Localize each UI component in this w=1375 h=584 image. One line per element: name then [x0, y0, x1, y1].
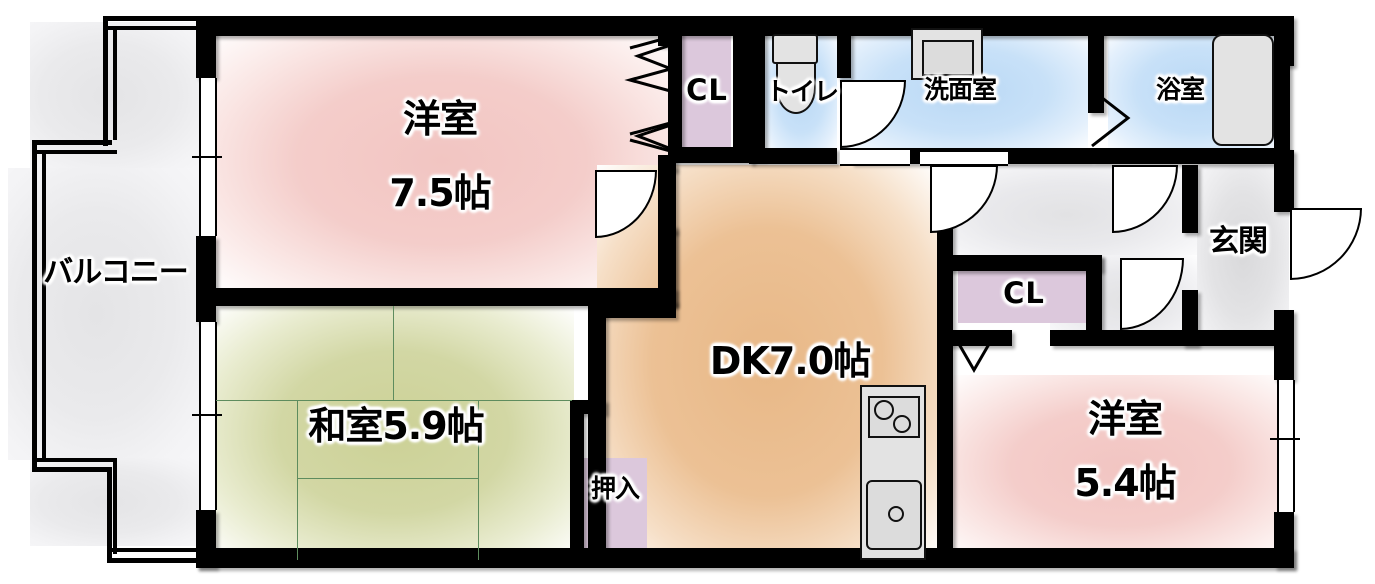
wall-dk-right-lower — [937, 255, 953, 555]
kitchen-sink-icon — [866, 480, 922, 550]
closet-right-fill — [958, 265, 1088, 323]
wall-dk-left-jog — [588, 300, 676, 318]
tatami-seam-v2 — [297, 400, 298, 560]
closet-right-label: CL — [1003, 276, 1045, 310]
window-washitsu-balcony — [199, 322, 217, 510]
genkan-area — [1197, 165, 1289, 345]
balcony-label: バルコニー — [43, 255, 188, 290]
wall-bathroom-bottom — [1091, 148, 1289, 164]
wall-dk-left-upper — [658, 165, 676, 233]
sliding-door-closet-right-icon[interactable] — [948, 331, 1006, 374]
balcony-rail-step-top — [32, 140, 112, 145]
room-label-yoshitsu75-name: 洋室 — [402, 97, 478, 141]
toilet-label: トイレ — [765, 77, 839, 106]
room-label-washitsu: 和室5.9帖 — [308, 404, 484, 448]
wall-toilet-left — [749, 28, 765, 160]
wall-closet-top-right — [733, 28, 749, 158]
outer-wall-left-mid — [196, 236, 216, 322]
wall-oshiire-left — [570, 400, 584, 560]
outer-wall-bottom — [196, 548, 1294, 568]
sliding-door-closet-top-icon[interactable] — [624, 34, 676, 154]
toilet-tank-icon — [772, 34, 818, 64]
sliding-door-yoshitsu75-icon[interactable] — [633, 42, 676, 154]
outer-wall-top-left — [205, 16, 675, 36]
threshold-toilet — [840, 148, 910, 166]
sliding-door-bathroom-icon[interactable] — [1091, 88, 1132, 148]
bathtub-icon — [1212, 34, 1274, 146]
room-label-yoshitsu54-size: 5.4帖 — [1074, 461, 1176, 505]
outer-wall-left-lower — [196, 510, 216, 568]
sink-drain-icon — [888, 506, 904, 522]
window-tick-upper — [192, 156, 222, 158]
balcony-area-low — [30, 458, 205, 546]
balcony-rail-far-left-inner — [42, 150, 46, 462]
room-label-dk: DK7.0帖 — [709, 339, 871, 383]
wall-toilet-bottom — [749, 148, 837, 164]
bathroom-label: 浴室 — [1155, 75, 1205, 104]
wall-toilet-right — [837, 28, 851, 78]
wall-oshiire-top — [570, 400, 606, 414]
outer-wall-right-mid — [1274, 150, 1294, 212]
window-tick-right — [1270, 438, 1300, 440]
room-fill-yoshitsu-54 — [948, 375, 1293, 560]
wall-corridor-bottom-right — [1050, 330, 1282, 346]
wall-closet-top-bottom — [668, 147, 753, 163]
door-genkan-entry[interactable] — [1290, 208, 1362, 280]
closet-top-label: CL — [686, 73, 728, 107]
window-tick-lower — [192, 414, 222, 416]
balcony-rail-upper-left — [103, 16, 108, 146]
kitchen-stove-icon — [868, 396, 920, 438]
balcony-rail-top — [103, 16, 215, 21]
outer-wall-left-upper — [196, 16, 216, 78]
window-yoshitsu54 — [1277, 380, 1295, 512]
wall-genkan-left — [1182, 165, 1198, 233]
toilet-bowl-icon — [776, 62, 816, 114]
balcony-rail-far-left — [32, 140, 37, 472]
room-label-yoshitsu54-name: 洋室 — [1087, 397, 1163, 441]
wall-corridor-closet-top — [942, 255, 1102, 271]
balcony-area-mid — [8, 168, 205, 460]
outer-wall-right-lower — [1274, 310, 1294, 380]
wall-dk-left-notch — [658, 225, 676, 305]
wall-bathroom-right-pillar — [1274, 28, 1290, 153]
stove-burners-icon — [874, 400, 911, 433]
outer-wall-top-right — [675, 16, 1289, 36]
balcony-area — [30, 22, 205, 170]
washroom-label: 洗面室 — [923, 75, 997, 104]
room-label-yoshitsu75-size: 7.5帖 — [389, 171, 491, 215]
wall-corridor-closet-right — [1086, 255, 1102, 333]
wall-genkan-left-lower — [1182, 290, 1198, 346]
wall-between-yoshitsu-washitsu — [216, 288, 676, 306]
balcony-rail-top-inner — [108, 26, 212, 30]
balcony-rail-step-bottom — [32, 467, 112, 472]
balcony-rail-step-top-inner — [32, 150, 117, 154]
balcony-rail-step-bottom-inner — [32, 458, 117, 462]
closet-top-fill — [681, 34, 731, 147]
room-fill-washitsu — [214, 305, 574, 560]
wall-dk-left-lower — [588, 300, 606, 560]
balcony-rail-lower-left-inner — [113, 458, 117, 554]
tatami-seam-h1 — [216, 400, 572, 401]
balcony-rail-bottom-inner — [110, 548, 215, 552]
balcony-rail-lower-left — [107, 467, 112, 563]
genkan-label: 玄関 — [1209, 224, 1268, 259]
balcony-rail-bottom — [107, 558, 217, 563]
outer-wall-right-bottom — [1274, 512, 1294, 568]
room-fill-yoshitsu-75 — [214, 28, 669, 293]
tatami-seam-h2 — [297, 478, 478, 479]
vanity-basin-icon — [922, 40, 974, 76]
oshiire-label: 押入 — [590, 474, 640, 503]
tatami-seam-v3 — [478, 400, 479, 560]
tatami-seam-v1 — [393, 306, 394, 400]
balcony-rail-upper-left-inner — [113, 26, 117, 140]
threshold-washroom — [920, 150, 1008, 166]
